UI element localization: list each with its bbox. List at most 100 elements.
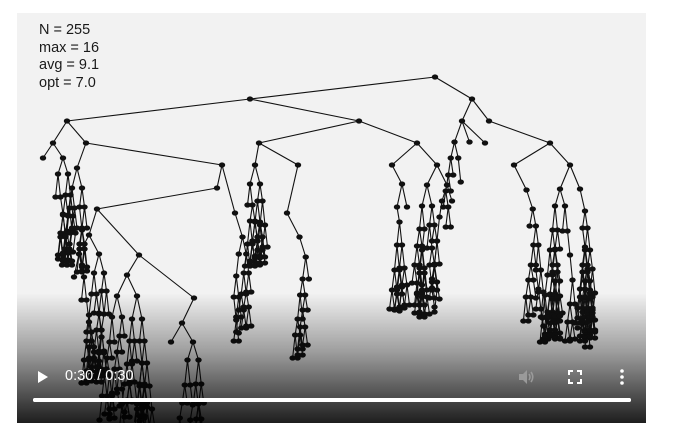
- tree-edge: [136, 295, 143, 320]
- tree-node: [586, 247, 594, 253]
- tree-node: [579, 262, 586, 268]
- tree-node: [442, 188, 449, 194]
- tree-node: [457, 179, 464, 185]
- tree-edge: [388, 289, 393, 310]
- tree-edge: [406, 284, 411, 306]
- tree-node: [241, 263, 249, 269]
- tree-node: [398, 291, 406, 297]
- progress-bar[interactable]: [33, 398, 631, 402]
- tree-node: [581, 208, 589, 214]
- tree-node: [93, 206, 101, 212]
- tree-edge: [126, 274, 138, 297]
- tree-node: [233, 329, 240, 335]
- tree-edge: [457, 157, 462, 183]
- tree-edge: [391, 269, 396, 291]
- tree-node: [421, 270, 428, 276]
- more-options-button[interactable]: [615, 365, 629, 389]
- tree-node: [546, 247, 554, 253]
- tree-node: [57, 194, 64, 200]
- tree-edge: [249, 76, 436, 100]
- tree-node: [85, 319, 93, 325]
- tree-edge: [426, 224, 431, 249]
- tree-edge: [264, 224, 269, 248]
- tree-node: [239, 234, 246, 240]
- tree-edge: [391, 142, 418, 166]
- tree-node: [83, 268, 91, 274]
- tree-edge: [434, 76, 473, 100]
- stat-avg: avg = 9.1: [39, 57, 100, 73]
- tree-node: [411, 262, 418, 268]
- tree-edge: [64, 173, 69, 196]
- tree-node: [255, 140, 263, 146]
- tree-edge: [527, 296, 532, 316]
- tree-edge: [59, 196, 64, 215]
- tree-edge: [233, 275, 237, 298]
- tree-node: [579, 269, 586, 275]
- tree-edge: [438, 200, 443, 218]
- tree-node: [428, 287, 436, 293]
- tree-edge: [471, 98, 490, 122]
- tree-edge: [559, 164, 571, 190]
- tree-node: [264, 244, 271, 250]
- tree-edge: [418, 228, 423, 247]
- tree-edge: [249, 183, 254, 206]
- tree-node: [66, 205, 73, 211]
- video-player[interactable]: N = 255 max = 16 avg = 9.1 opt = 7.0 0:3…: [17, 13, 646, 423]
- tree-node: [523, 187, 530, 193]
- tree-node: [448, 198, 456, 204]
- tree-edge: [436, 164, 448, 186]
- tree-edge: [131, 295, 138, 320]
- tree-edge: [413, 245, 418, 266]
- tree-edge: [88, 234, 100, 255]
- tree-node: [62, 232, 69, 238]
- tree-edge: [88, 208, 98, 236]
- tree-node: [59, 250, 67, 256]
- tree-edge: [238, 236, 244, 255]
- tree-node: [428, 203, 436, 209]
- tree-node: [408, 280, 416, 286]
- tree-node: [530, 277, 537, 283]
- tree-node: [256, 260, 264, 266]
- tree-node: [556, 186, 564, 192]
- tree-node: [537, 267, 545, 273]
- tree-node: [584, 266, 591, 272]
- tree-edge: [436, 216, 441, 242]
- tree-edge: [246, 183, 251, 206]
- tree-node: [566, 162, 574, 168]
- tree-edge: [59, 214, 64, 234]
- tree-edge: [522, 296, 527, 322]
- tree-edge: [248, 272, 252, 293]
- tree-edge: [138, 318, 143, 342]
- tree-edge: [304, 326, 309, 346]
- tree-node: [63, 118, 71, 124]
- tree-edge: [71, 187, 76, 209]
- tree-node: [176, 415, 183, 421]
- tree-node: [535, 242, 542, 248]
- tree-node: [62, 192, 69, 198]
- tree-node: [549, 262, 556, 268]
- tree-edge: [116, 295, 123, 318]
- tree-node: [428, 276, 436, 282]
- tree-node: [393, 242, 401, 248]
- tree-node: [396, 265, 403, 271]
- tree-edge: [305, 256, 310, 280]
- fullscreen-button[interactable]: [563, 365, 587, 389]
- tree-edge: [532, 244, 537, 266]
- tree-node: [526, 223, 533, 229]
- tree-node: [445, 204, 452, 210]
- tree-edge: [426, 164, 438, 186]
- mute-button[interactable]: [515, 365, 539, 389]
- tree-edge: [549, 142, 571, 166]
- tree-edge: [98, 253, 105, 274]
- tree-edge: [81, 206, 86, 229]
- tree-edge: [461, 120, 486, 144]
- play-button[interactable]: [33, 365, 53, 389]
- tree-edge: [396, 183, 403, 208]
- tree-edge: [57, 173, 62, 198]
- tree-node: [559, 228, 566, 234]
- tree-edge: [436, 240, 441, 265]
- tree-edge: [302, 256, 307, 280]
- tree-edge: [398, 244, 403, 269]
- tree-edge: [581, 271, 586, 298]
- tree-node: [554, 227, 561, 233]
